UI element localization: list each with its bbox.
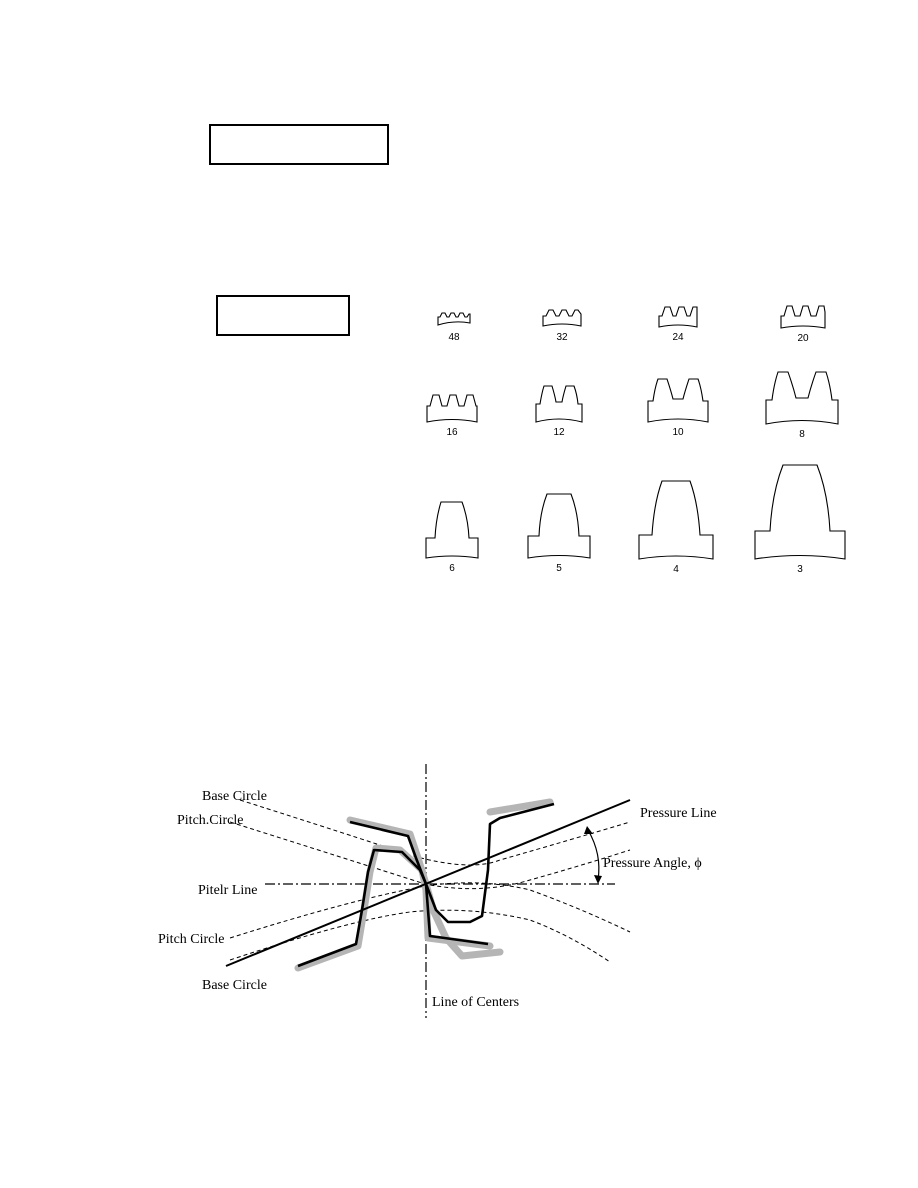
- pitch-circle-top-curve: [229, 821, 631, 890]
- tooth-profile-5: 5: [499, 490, 619, 574]
- tooth-profile-24-drawing: [658, 306, 698, 328]
- label-line-of-centers: Line of Centers: [432, 995, 519, 1010]
- tooth-label-5: 5: [556, 563, 562, 574]
- tooth-profile-48: 48: [394, 309, 514, 343]
- tooth-profile-12-drawing: [535, 385, 583, 423]
- tooth-profile-6: 6: [392, 498, 512, 574]
- tooth-profile-48-drawing: [437, 312, 471, 326]
- tooth-label-20: 20: [797, 333, 809, 344]
- tooth-label-24: 24: [672, 332, 684, 343]
- gear-tooth-profile-lower: [297, 848, 489, 968]
- gear-mesh-diagram: Base Circle Pitch.Circle Pitelr Line Pit…: [158, 764, 717, 1018]
- tooth-profile-20-drawing: [780, 305, 826, 329]
- base-circle-top-curve: [239, 799, 631, 866]
- tooth-profile-24: 24: [618, 303, 738, 343]
- gear-tooth-profile-upper: [349, 802, 555, 924]
- label-pitch-circle-bottom: Pitch Circle: [158, 932, 225, 947]
- tooth-label-12: 12: [553, 427, 565, 438]
- pitch-circle-bottom-curve: [229, 882, 631, 939]
- tooth-label-48: 48: [448, 332, 460, 343]
- base-circle-bottom-curve: [229, 909, 611, 963]
- pressure-angle-arrow-top: [584, 826, 593, 834]
- tooth-profile-32-drawing: [542, 309, 582, 327]
- tooth-profile-16-drawing: [426, 394, 478, 423]
- tooth-label-8: 8: [799, 429, 805, 440]
- gear-tooth-shadow-left: [294, 844, 494, 972]
- tooth-profile-4-drawing: [638, 480, 714, 560]
- tooth-label-3: 3: [797, 564, 803, 575]
- label-pressure-angle: Pressure Angle, ϕ: [603, 856, 702, 871]
- label-base-circle-bottom: Base Circle: [202, 978, 267, 993]
- label-base-circle-top: Base Circle: [202, 789, 267, 804]
- gear-tooth-shadow-right: [486, 798, 554, 816]
- tooth-label-16: 16: [446, 427, 458, 438]
- tooth-profile-16: 16: [392, 390, 512, 438]
- tooth-label-6: 6: [449, 563, 455, 574]
- tooth-profile-6-drawing: [425, 501, 479, 559]
- tooth-profile-20: 20: [743, 302, 863, 344]
- blank-label-box-middle: [216, 295, 350, 336]
- tooth-profile-12: 12: [499, 382, 619, 438]
- tooth-profile-10-drawing: [647, 378, 709, 423]
- tooth-profile-32: 32: [502, 306, 622, 343]
- tooth-profile-8: 8: [742, 368, 862, 440]
- label-pitch-line: Pitelr Line: [198, 883, 258, 898]
- tooth-profile-10: 10: [618, 375, 738, 438]
- blank-label-box-top: [209, 124, 389, 165]
- tooth-profile-3: 3: [740, 461, 860, 575]
- tooth-profile-3-drawing: [754, 464, 846, 560]
- tooth-label-4: 4: [673, 564, 679, 575]
- pressure-angle-arrow-bottom: [594, 875, 602, 884]
- tooth-label-10: 10: [672, 427, 684, 438]
- pressure-angle-arc: [587, 829, 600, 881]
- tooth-profile-4: 4: [616, 477, 736, 575]
- label-pressure-line: Pressure Line: [640, 806, 717, 821]
- pressure-line: [225, 799, 631, 967]
- label-pitch-circle-top: Pitch.Circle: [177, 813, 244, 828]
- tooth-profile-5-drawing: [527, 493, 591, 559]
- tooth-label-32: 32: [556, 332, 568, 343]
- tooth-profile-8-drawing: [765, 371, 839, 425]
